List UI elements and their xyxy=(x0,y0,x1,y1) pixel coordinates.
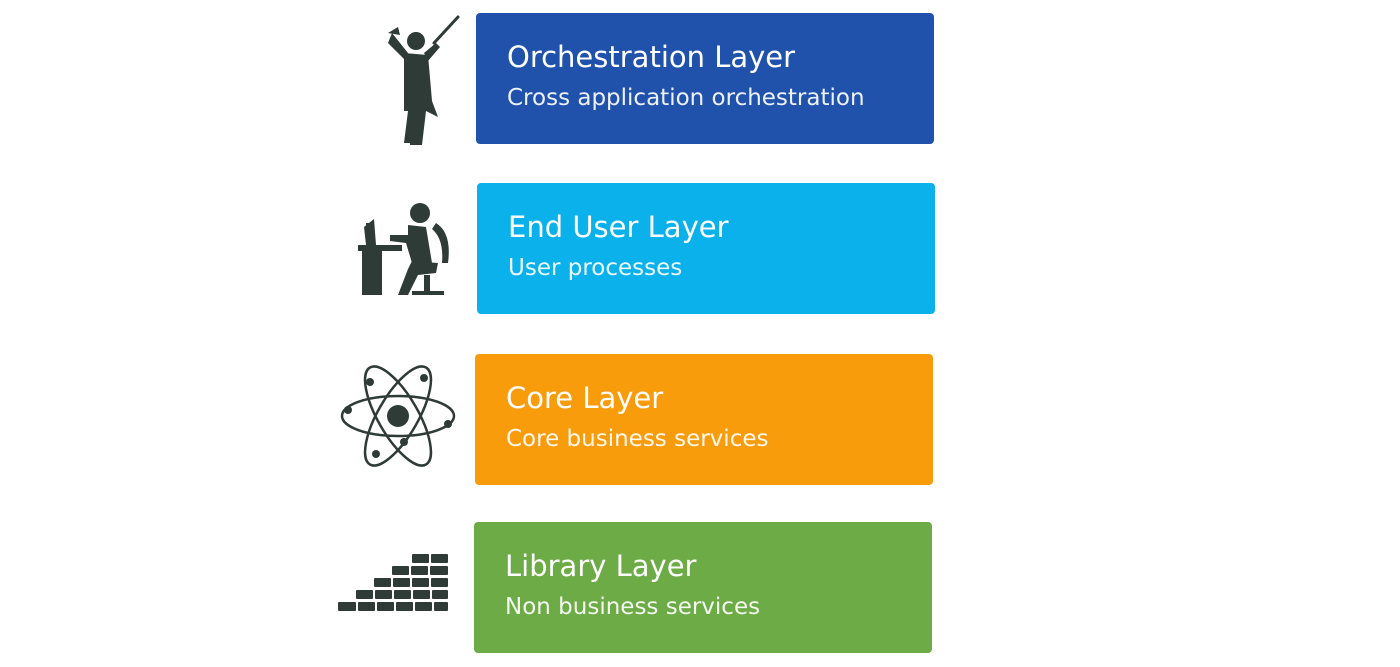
orchestration-layer-box: Orchestration Layer Cross application or… xyxy=(476,13,934,144)
core-layer-box: Core Layer Core business services xyxy=(475,354,933,485)
library-layer-subtitle: Non business services xyxy=(505,594,761,620)
end-user-layer-title: End User Layer xyxy=(508,210,729,244)
orchestration-layer-title: Orchestration Layer xyxy=(507,40,796,74)
user-at-computer-icon xyxy=(352,183,482,315)
layer-row-end-user: End User Layer User processes xyxy=(0,183,1400,315)
orchestration-layer-subtitle: Cross application orchestration xyxy=(507,85,865,111)
atom-icon xyxy=(334,354,464,486)
layer-row-core: Core Layer Core business services xyxy=(0,354,1400,486)
end-user-layer-box: End User Layer User processes xyxy=(477,183,935,314)
layer-row-orchestration: Orchestration Layer Cross application or… xyxy=(0,13,1400,145)
brick-wall-icon xyxy=(334,522,464,654)
layer-row-library: Library Layer Non business services xyxy=(0,522,1400,654)
library-layer-title: Library Layer xyxy=(505,549,697,583)
conductor-icon xyxy=(352,13,482,145)
library-layer-box: Library Layer Non business services xyxy=(474,522,932,653)
end-user-layer-subtitle: User processes xyxy=(508,255,683,281)
core-layer-subtitle: Core business services xyxy=(506,426,769,452)
core-layer-title: Core Layer xyxy=(506,381,664,415)
